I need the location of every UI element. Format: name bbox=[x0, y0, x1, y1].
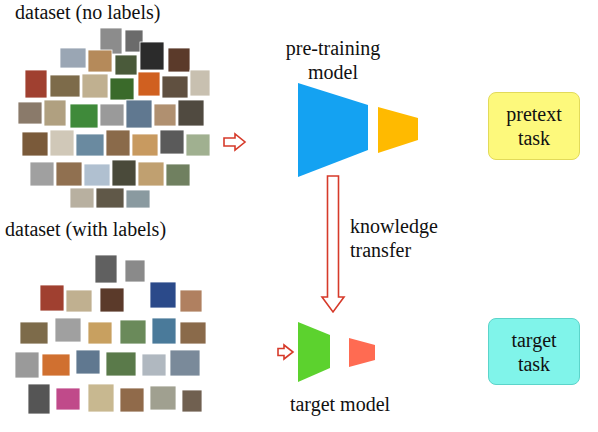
model-block: target model bbox=[295, 318, 380, 418]
photo-thumbnail bbox=[40, 285, 64, 311]
task-box: target task bbox=[488, 318, 580, 385]
task-label: pretext task bbox=[489, 102, 579, 150]
photo-thumbnail bbox=[150, 282, 176, 308]
photo-thumbnail bbox=[180, 290, 202, 312]
photo-thumbnail bbox=[42, 354, 70, 376]
photo-thumbnail bbox=[20, 322, 48, 344]
photo-thumbnail bbox=[138, 72, 160, 96]
photo-thumbnail bbox=[180, 322, 206, 344]
labeled-collage bbox=[15, 255, 206, 414]
photo-thumbnail bbox=[142, 354, 166, 376]
photo-thumbnail bbox=[106, 352, 136, 376]
photo-thumbnail bbox=[125, 260, 145, 282]
photo-thumbnail bbox=[120, 388, 144, 412]
photo-thumbnail bbox=[95, 255, 117, 283]
transfer-arrow bbox=[322, 176, 344, 312]
photo-thumbnail bbox=[18, 102, 42, 124]
transfer-arrow bbox=[278, 345, 293, 359]
photo-thumbnail bbox=[88, 322, 112, 344]
photo-thumbnail bbox=[22, 132, 48, 156]
photo-thumbnail bbox=[30, 162, 54, 186]
photo-thumbnail bbox=[160, 130, 184, 154]
group-heading: target model bbox=[275, 392, 405, 416]
photo-thumbnail bbox=[50, 75, 80, 97]
photo-thumbnail bbox=[106, 130, 130, 156]
photo-thumbnail bbox=[70, 104, 98, 128]
photo-thumbnail bbox=[152, 318, 176, 344]
photo-thumbnail bbox=[96, 188, 124, 208]
dataset-group: dataset (no labels) bbox=[8, 0, 220, 212]
photo-thumbnail bbox=[140, 42, 164, 70]
encoder-trapezoid bbox=[298, 83, 368, 177]
photo-thumbnail bbox=[76, 350, 100, 374]
head-trapezoid bbox=[349, 338, 375, 367]
photo-thumbnail bbox=[60, 48, 86, 68]
photo-thumbnail bbox=[15, 352, 39, 378]
photo-thumbnail bbox=[182, 390, 202, 412]
photo-thumbnail bbox=[166, 164, 190, 186]
photo-thumbnail bbox=[100, 104, 124, 126]
photo-thumbnail bbox=[25, 70, 47, 98]
photo-thumbnail bbox=[126, 190, 150, 208]
group-heading: dataset (with labels) bbox=[5, 217, 217, 241]
model-block: pre-training model bbox=[295, 38, 423, 180]
task-label: target task bbox=[489, 328, 579, 376]
photo-thumbnail bbox=[88, 50, 112, 72]
photo-thumbnail bbox=[44, 100, 66, 126]
unlabeled-collage bbox=[18, 28, 210, 208]
photo-thumbnail bbox=[56, 162, 82, 186]
photo-thumbnail bbox=[110, 78, 134, 100]
photo-thumbnail bbox=[55, 318, 81, 342]
photo-thumbnail bbox=[28, 384, 50, 414]
photo-thumbnail bbox=[70, 188, 94, 208]
photo-thumbnail bbox=[170, 350, 200, 376]
group-heading: pre-training model bbox=[278, 36, 388, 84]
photo-thumbnail bbox=[126, 100, 152, 128]
task-box: pretext task bbox=[488, 92, 580, 160]
group-heading: dataset (no labels) bbox=[15, 0, 220, 24]
photo-thumbnail bbox=[84, 164, 110, 186]
photo-thumbnail bbox=[162, 76, 188, 98]
photo-thumbnail bbox=[186, 134, 210, 156]
photo-thumbnail bbox=[76, 134, 104, 156]
photo-thumbnail bbox=[50, 130, 74, 156]
photo-thumbnail bbox=[88, 384, 114, 412]
photo-thumbnail bbox=[154, 104, 176, 126]
photo-thumbnail bbox=[120, 320, 146, 344]
photo-thumbnail bbox=[82, 74, 108, 98]
photo-thumbnail bbox=[56, 388, 80, 410]
photo-thumbnail bbox=[178, 100, 204, 126]
photo-thumbnail bbox=[138, 162, 164, 186]
photo-thumbnail bbox=[132, 134, 158, 156]
photo-thumbnail bbox=[190, 70, 210, 96]
head-trapezoid bbox=[378, 107, 418, 153]
edge-label: knowledge transfer bbox=[350, 214, 462, 262]
photo-thumbnail bbox=[66, 290, 92, 312]
model-outline bbox=[295, 38, 423, 180]
encoder-trapezoid bbox=[298, 322, 330, 382]
photo-thumbnail bbox=[112, 160, 136, 186]
photo-thumbnail bbox=[100, 288, 124, 312]
dataset-group: dataset (with labels) bbox=[3, 217, 218, 422]
photo-thumbnail bbox=[115, 55, 137, 75]
photo-thumbnail bbox=[168, 48, 190, 72]
photo-thumbnail bbox=[150, 386, 176, 410]
transfer-arrow bbox=[224, 134, 245, 150]
